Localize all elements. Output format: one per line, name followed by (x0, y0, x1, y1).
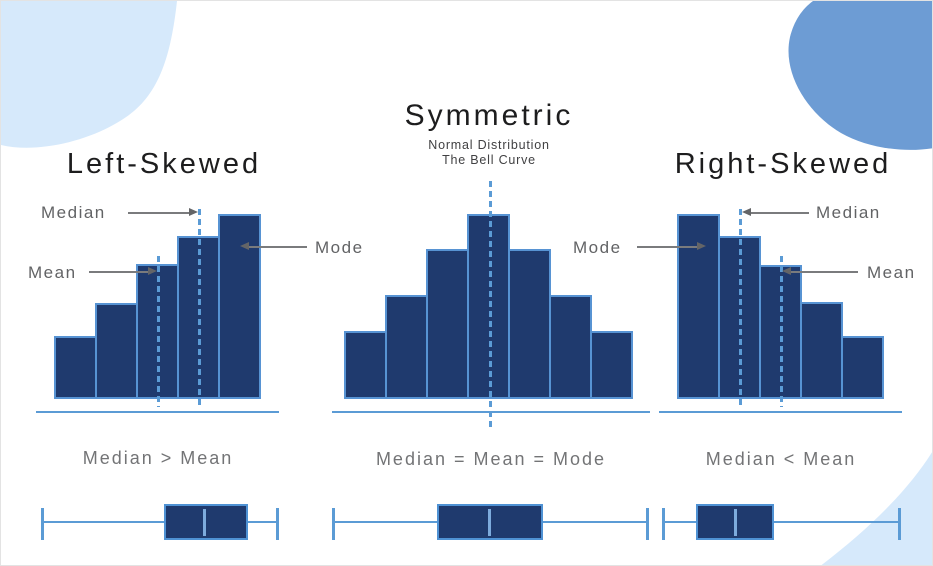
histogram-bar (508, 249, 551, 399)
histogram-bar (426, 249, 469, 399)
right-mean-label: Mean (867, 263, 916, 282)
right-mode-label: Mode (573, 238, 622, 257)
left-median-label: Median (41, 203, 106, 222)
histogram-bar (800, 302, 843, 399)
left-axis-line (36, 411, 279, 413)
boxplot-right-whisker (774, 521, 900, 523)
histogram-bar (344, 331, 387, 399)
histogram-bar (841, 336, 884, 399)
boxplot-median-line (202, 509, 206, 536)
boxplot-max-cap (898, 508, 901, 540)
boxplot-min-cap (662, 508, 665, 540)
mean-dashed-line (779, 256, 783, 407)
histogram-bar (54, 336, 97, 399)
boxplot-right-whisker (543, 521, 648, 523)
mean-dashed-line (156, 256, 160, 407)
center-dashed-line (488, 181, 492, 427)
boxplot-max-cap (276, 508, 279, 540)
left-relation-caption: Median > Mean (82, 448, 234, 468)
median-dashed-line (738, 209, 742, 408)
boxplot-median-line (733, 509, 737, 536)
histogram-bar (218, 214, 261, 399)
center-subtitle-line2: The Bell Curve (442, 153, 536, 167)
left-mode-label: Mode (315, 238, 364, 257)
right-axis-line (659, 411, 902, 413)
boxplot-left-whisker (334, 521, 437, 523)
median-dashed-line (197, 209, 201, 408)
blob-top-right (788, 1, 932, 150)
left-mean-label: Mean (28, 263, 77, 282)
boxplot-median-line (487, 509, 491, 536)
boxplot-box (164, 504, 248, 540)
histogram-bar (549, 295, 592, 399)
boxplot-min-cap (41, 508, 44, 540)
symmetric-title: Symmetric (404, 99, 574, 132)
boxplot-left-whisker (664, 521, 696, 523)
right-skewed-title: Right-Skewed (674, 148, 892, 180)
left-mode-arrow (240, 243, 307, 250)
histogram-bar (95, 303, 138, 399)
right-mean-arrow (782, 268, 858, 275)
symmetric-histogram (344, 213, 633, 399)
left-mean-arrow (89, 268, 157, 275)
blob-bottom-right (821, 452, 932, 565)
right-median-arrow (742, 209, 809, 216)
right-relation-caption: Median < Mean (705, 449, 857, 469)
histogram-bar (385, 295, 428, 399)
boxplot-right-whisker (248, 521, 278, 523)
left-skewed-title: Left-Skewed (66, 148, 262, 180)
left-median-arrow (128, 209, 198, 216)
boxplot-min-cap (332, 508, 335, 540)
right-mode-arrow (637, 243, 706, 250)
blob-top-left (1, 1, 177, 148)
right-median-label: Median (816, 203, 881, 222)
center-relation-caption: Median = Mean = Mode (375, 449, 607, 469)
boxplot-left-whisker (43, 521, 164, 523)
center-subtitle-line1: Normal Distribution (428, 138, 550, 152)
histogram-bar (590, 331, 633, 399)
boxplot-max-cap (646, 508, 649, 540)
